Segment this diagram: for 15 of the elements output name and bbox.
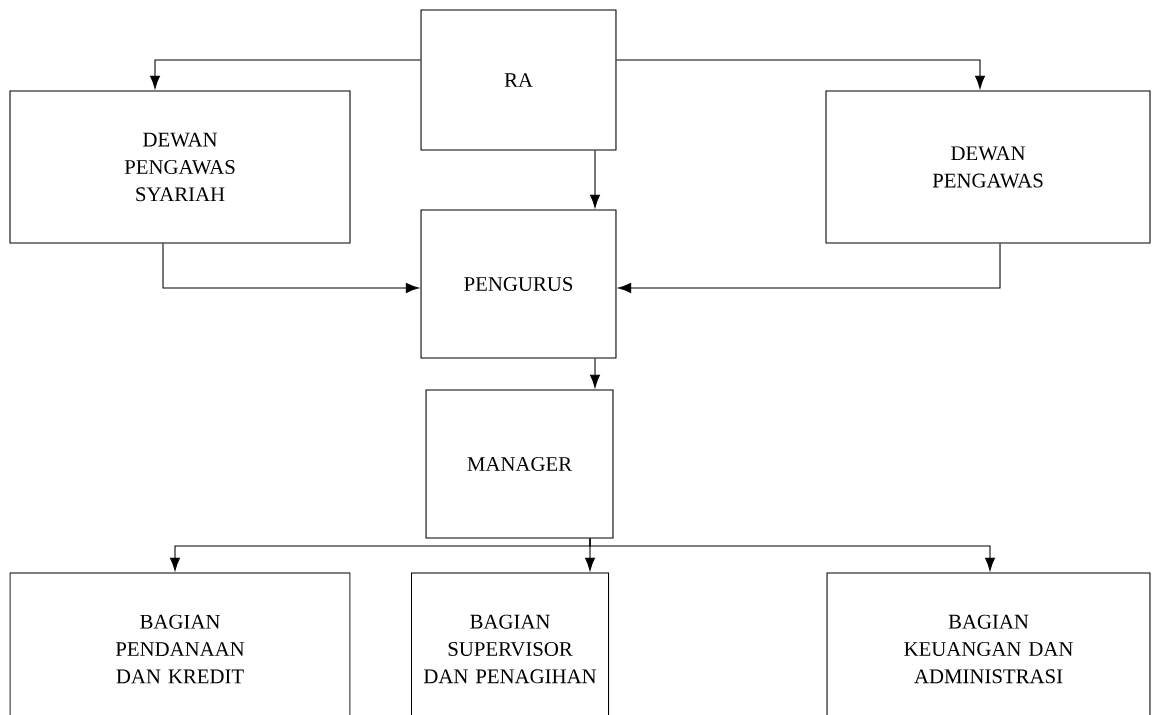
org-box: BAGIAN SUPERVISOR DAN PENAGIHAN: [410, 572, 610, 715]
org-box: PENGURUS: [420, 209, 617, 359]
org-box: BAGIAN KEUANGAN DAN ADMINISTRASI: [826, 572, 1151, 715]
arrow: [590, 358, 600, 388]
arrow: [589, 538, 995, 571]
arrow: [615, 59, 985, 89]
arrow: [162, 243, 419, 293]
arrow: [590, 150, 600, 208]
arrow: [150, 59, 422, 89]
org-box: DEWAN PENGAWAS SYARIAH: [9, 90, 351, 244]
org-box: RA: [420, 9, 617, 151]
arrow: [618, 243, 1001, 293]
org-box: MANAGER: [425, 389, 614, 539]
org-box: BAGIAN PENDANAAN DAN KREDIT: [9, 572, 351, 715]
org-box: DEWAN PENGAWAS: [825, 90, 1151, 244]
